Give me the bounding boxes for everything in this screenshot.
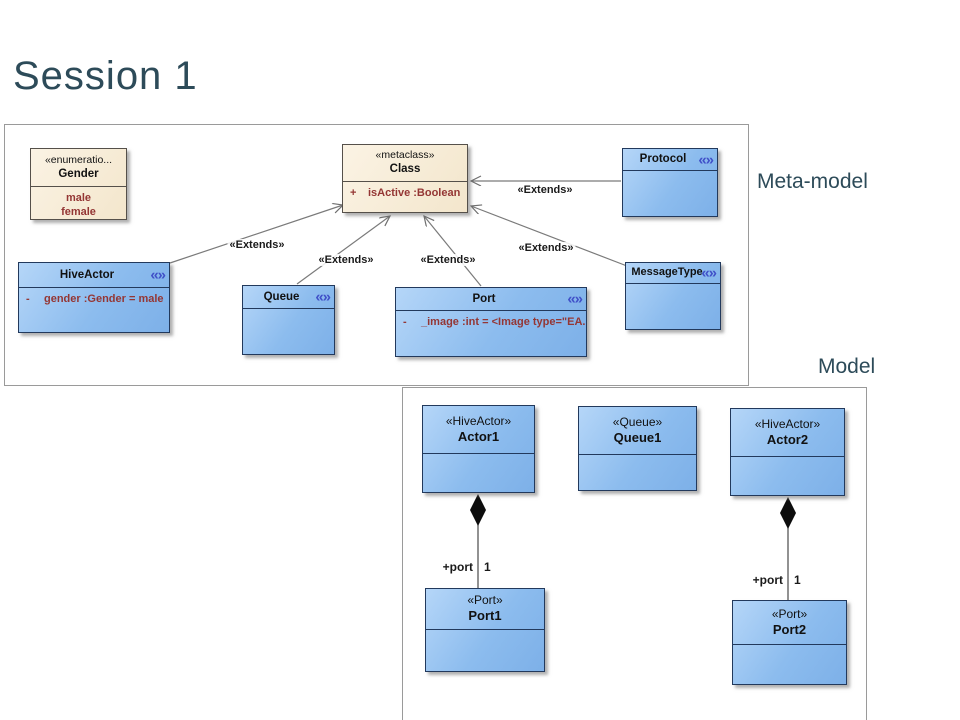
class-name: Class [389,163,421,176]
class-name: Queue1 [613,429,662,445]
stereotype-badge-icon: «» [698,151,714,168]
label-meta-model: Meta-model [757,170,868,193]
class-name: Actor1 [457,428,500,444]
enum-literal: female [61,206,96,219]
attribute-text: gender :Gender = male [44,293,164,305]
extends-label: «Extends» [516,242,576,254]
class-name: Queue [263,290,300,303]
role-label-port2: +port [752,573,783,587]
class-box-gender: «enumeratio... Gender male female [30,148,127,220]
class-name: Protocol [639,153,687,166]
class-name: Port2 [772,621,807,637]
object-box-port2: «Port» Port2 [732,600,847,685]
extends-label: «Extends» [515,184,575,196]
class-name: Gender [58,167,99,180]
extends-label: «Extends» [227,239,287,251]
visibility-marker: - [403,316,407,328]
stereotype-text: «enumeratio... [44,153,113,166]
attribute-row: - _image :int = <Image type="EA... [396,315,586,328]
class-box-class: «metaclass» Class + isActive :Boolean [342,144,468,213]
extends-edge-queue-class [296,216,390,285]
class-box-hiveactor: HiveActor «» - gender :Gender = male [18,262,170,333]
label-model: Model [818,355,876,378]
composition-diamond [470,494,486,526]
object-box-actor2: «HiveActor» Actor2 [730,408,845,496]
extends-edge-hiveactor-class [169,205,343,264]
class-name: Port [472,292,496,305]
object-box-actor1: «HiveActor» Actor1 [422,405,535,493]
object-box-queue1: «Queue» Queue1 [578,406,697,491]
visibility-marker: + [350,187,357,199]
attribute-text: isActive :Boolean [368,187,461,199]
stereotype-text: «Port» [771,606,808,621]
extends-edge-messagetype-class [471,206,628,267]
stereotype-badge-icon: «» [150,266,166,284]
extends-label: «Extends» [316,254,376,266]
multiplicity-label-port1: 1 [484,560,491,574]
visibility-marker: - [26,293,30,305]
extends-label: «Extends» [418,254,478,266]
role-label-port1: +port [442,560,473,574]
class-name: MessageType [631,266,703,279]
stereotype-text: «HiveActor» [754,416,821,431]
stereotype-text: «HiveActor» [445,413,512,428]
class-box-messagetype: MessageType «» [625,262,721,330]
attribute-text: _image :int = <Image type="EA... [421,316,586,328]
class-name: Actor2 [766,431,809,447]
stereotype-badge-icon: «» [701,264,717,282]
stereotype-text: «Port» [467,593,503,608]
attribute-row: + isActive :Boolean [343,186,467,199]
slide-title: Session 1 [13,54,198,98]
multiplicity-label-port2: 1 [794,573,801,587]
object-box-port1: «Port» Port1 [425,588,545,672]
class-name: Port1 [468,608,502,624]
stereotype-text: «metaclass» [375,149,435,162]
class-name: HiveActor [59,268,115,281]
attribute-row: - gender :Gender = male [19,292,169,305]
class-box-port: Port «» - _image :int = <Image type="EA.… [395,287,587,357]
composition-diamond [780,497,796,529]
extends-edge-port-class [424,216,482,287]
enum-literal: male [65,192,92,204]
stereotype-text: «Queue» [612,414,663,429]
stereotype-badge-icon: «» [315,288,331,306]
class-box-queue: Queue «» [242,285,335,355]
stereotype-badge-icon: «» [567,290,583,308]
class-box-protocol: Protocol «» [622,148,718,217]
